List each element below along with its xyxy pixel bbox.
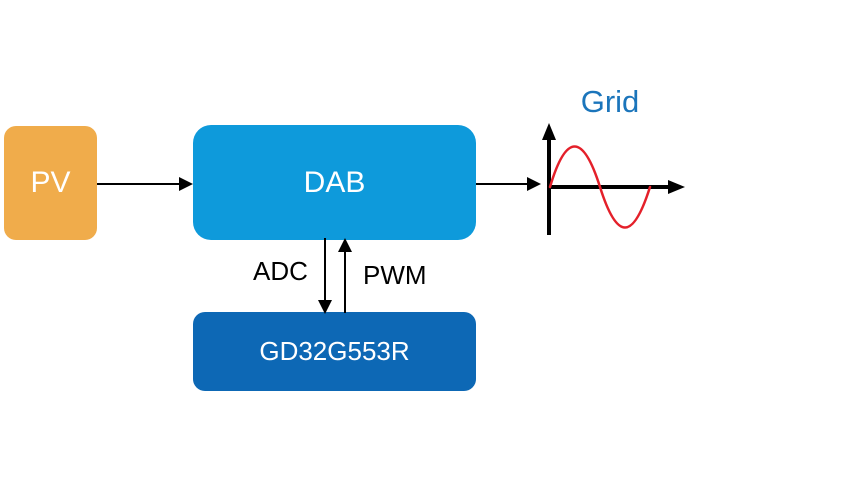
mcu-block: GD32G553R	[193, 312, 476, 391]
grid-sine-wave	[548, 145, 652, 229]
pv-to-dab-arrow	[97, 177, 193, 191]
dab-block: DAB	[193, 125, 476, 240]
mcu-block-label: GD32G553R	[259, 336, 410, 366]
pv-block-label: PV	[30, 166, 71, 199]
pwm-arrow	[338, 238, 352, 313]
pv-block: PV	[4, 126, 97, 240]
adc-signal-label: ADC	[253, 256, 308, 286]
adc-arrow	[318, 238, 332, 314]
dab-to-grid-arrow	[476, 177, 541, 191]
grid-label: Grid	[580, 84, 640, 119]
grid-x-axis	[549, 180, 685, 194]
pwm-signal-label: PWM	[363, 260, 427, 290]
grid-y-axis	[542, 123, 556, 235]
dab-block-label: DAB	[303, 165, 366, 199]
